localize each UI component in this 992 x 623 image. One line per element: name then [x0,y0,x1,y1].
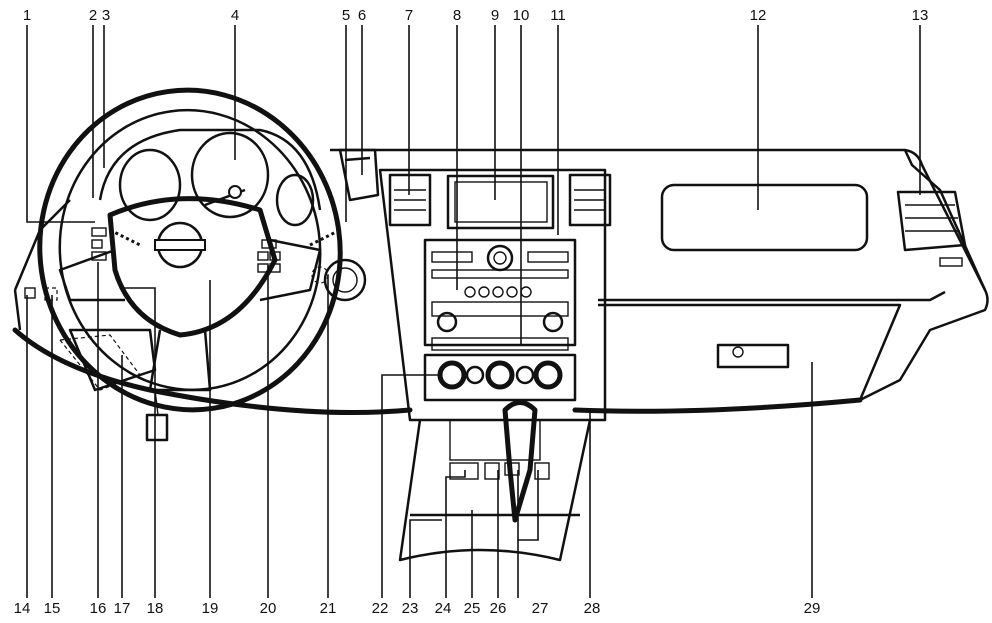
callout-23: 23 [402,600,419,617]
callout-22: 22 [372,600,389,617]
callout-9: 9 [491,7,499,24]
callout-3: 3 [102,7,110,24]
callout-7: 7 [405,7,413,24]
callout-11: 11 [550,7,566,24]
callout-10: 10 [513,7,530,24]
leader-lines [26,25,921,598]
callout-28: 28 [584,600,601,617]
callout-19: 19 [202,600,219,617]
callout-12: 12 [750,7,767,24]
callout-2: 2 [89,7,97,24]
callout-6: 6 [358,7,366,24]
left-door-switches [24,287,58,301]
center-console [398,400,592,562]
callout-17: 17 [114,600,131,617]
callout-14: 14 [14,600,31,617]
bottom-callouts: 14 15 16 17 18 19 20 21 22 23 24 25 26 2… [14,600,821,617]
top-callouts: 1 2 3 4 5 6 7 8 9 10 11 12 13 [23,7,929,24]
callout-20: 20 [260,600,277,617]
callout-26: 26 [490,600,507,617]
callout-1: 1 [23,7,31,24]
callout-4: 4 [231,7,239,24]
gauge-cluster [98,128,322,227]
callout-29: 29 [804,600,821,617]
callout-8: 8 [453,7,461,24]
nissan-logo [154,221,206,269]
center-stack [378,168,612,422]
glove-box [660,183,967,369]
callout-24: 24 [435,600,452,617]
callout-25: 25 [464,600,481,617]
dashboard-outline [12,148,989,415]
callout-18: 18 [147,600,164,617]
callout-13: 13 [912,7,929,24]
right-switch-cluster [257,228,341,273]
callout-27: 27 [532,600,549,617]
left-switch-cluster [91,227,141,261]
callout-21: 21 [320,600,337,617]
callout-16: 16 [90,600,107,617]
callout-5: 5 [342,7,350,24]
callout-15: 15 [44,600,61,617]
